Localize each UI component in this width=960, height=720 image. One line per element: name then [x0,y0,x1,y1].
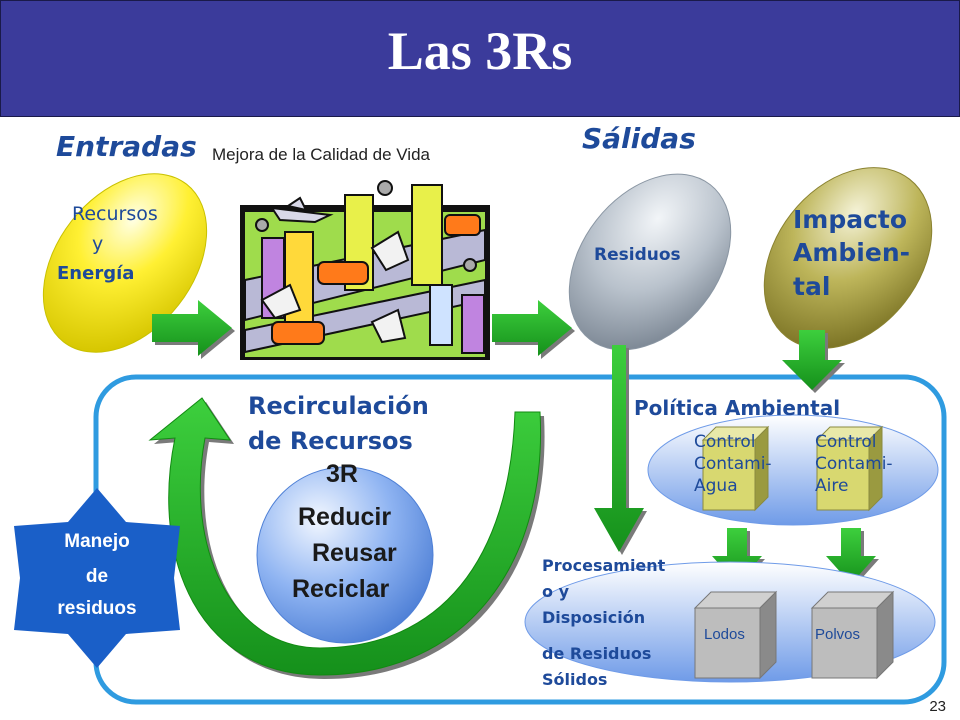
air-cube [815,425,884,512]
air-control-line2: Contami- [815,454,893,474]
title-bar [0,0,960,117]
quality-of-life-label: Mejora de la Calidad de Vida [212,145,430,164]
city-illustration [240,180,490,360]
water-control-line1: Control [694,432,756,452]
three-r-title: 3R [326,460,358,488]
processing-label-line3: Disposición [542,608,646,627]
waste-management-line1: Manejo [64,531,130,552]
policy-ellipse [647,414,939,526]
waste-management-badge [14,488,180,668]
arrow-city-to-waste [492,300,575,359]
page-number: 23 [929,698,946,715]
recirculation-label-line1: Recirculación [248,392,429,420]
resources-label-line2: y [92,233,104,255]
three-r-recycle: Reciclar [292,575,390,603]
outputs-heading: Sálidas [582,122,696,155]
inputs-heading: Entradas [56,130,197,163]
impact-label-line2: Ambien- [793,238,910,267]
impact-label-line3: tal [793,272,831,301]
impact-sphere [763,167,933,349]
arrow-impact-down [782,330,845,393]
waste-management-line2: de [85,566,109,587]
policy-heading: Política Ambiental [634,396,841,420]
sludge-cube [693,590,778,680]
resources-label-line3: Energía [57,263,135,284]
resources-label-line1: Recursos [72,203,158,225]
waste-management-line3: residuos [57,598,137,619]
arrow-resources-to-city [152,300,235,359]
water-control-line3: Agua [694,476,738,496]
dust-cube [810,590,895,680]
three-r-reuse: Reusar [312,539,397,567]
processing-label-line5: Sólidos [542,670,608,689]
dust-label: Polvos [815,626,861,643]
sludge-label: Lodos [704,626,745,643]
water-cube [701,425,770,512]
recirculation-label-line2: de Recursos [248,427,413,455]
arrow-waste-down [594,345,647,555]
recirculation-arrow [148,397,545,679]
processing-label-line2: o y [542,582,569,601]
air-control-line1: Control [815,432,877,452]
air-control-line3: Aire [815,476,849,496]
impact-label-line1: Impacto [793,205,908,234]
waste-label: Residuos [594,245,681,265]
waste-sphere [568,173,732,351]
processing-label-line1: Procesamient [542,556,666,575]
resources-sphere [42,173,208,353]
processing-label-line4: de Residuos [542,644,652,663]
three-r-sphere [256,466,434,644]
slide-title: Las 3Rs [387,21,573,81]
water-control-line2: Contami- [694,454,772,474]
three-r-reduce: Reducir [298,503,392,531]
